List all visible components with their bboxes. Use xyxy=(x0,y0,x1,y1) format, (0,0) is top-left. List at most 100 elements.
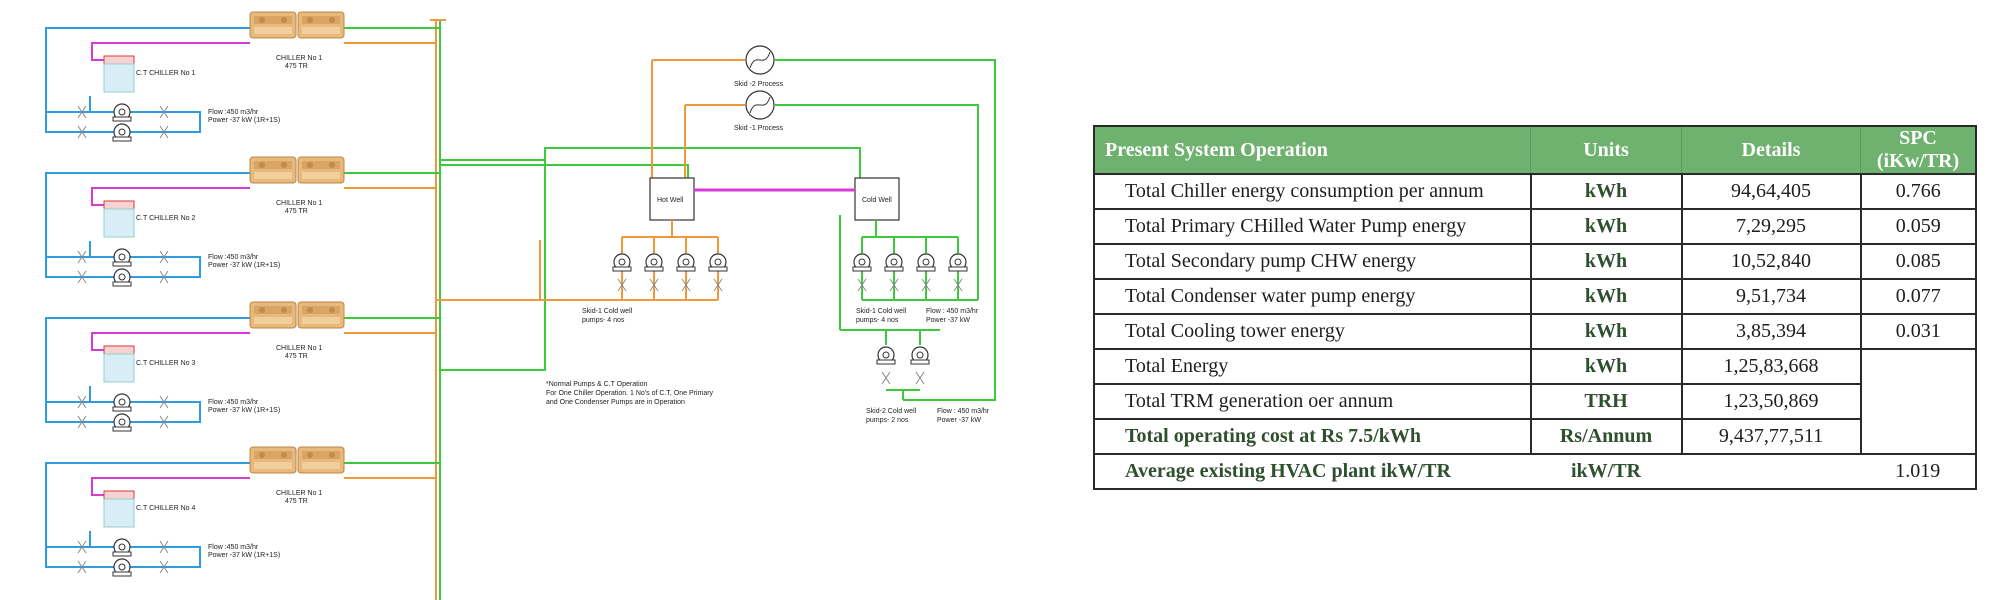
header-operation: Present System Operation xyxy=(1093,125,1531,175)
chiller-capacity: 475 TR xyxy=(285,208,308,215)
power-label: Power -37 kW (1R+1S) xyxy=(208,117,280,124)
pump-icon xyxy=(916,253,936,272)
row-value: 7,29,295 xyxy=(1680,208,1862,245)
row-label: Total Energy xyxy=(1093,348,1532,385)
cold-skid1-power: Power -37 kW xyxy=(926,317,970,324)
row-value: 94,64,405 xyxy=(1680,173,1862,210)
chiller-name: CHILLER No 1 xyxy=(276,490,322,497)
cold-well-label: Cold Well xyxy=(862,197,892,204)
table-row: Total Chiller energy consumption per ann… xyxy=(1093,173,1977,210)
chiller-capacity: 475 TR xyxy=(285,498,308,505)
row-spc: 0.059 xyxy=(1859,208,1977,245)
row-unit: kWh xyxy=(1529,313,1683,350)
summary-label: Average existing HVAC plant ikW/TR xyxy=(1094,453,1531,489)
flow-label: Flow :450 m3/hr xyxy=(208,109,259,116)
chiller-capacity: 475 TR xyxy=(285,353,308,360)
summary-row: Average existing HVAC plant ikW/TR ikW/T… xyxy=(1094,453,1976,489)
row-unit: kWh xyxy=(1529,348,1683,385)
cooling-tower-label: C.T CHILLER No 3 xyxy=(136,360,195,367)
row-label: Total operating cost at Rs 7.5/kWh xyxy=(1093,418,1532,455)
pump-icon xyxy=(948,253,968,272)
header-details: Details xyxy=(1681,125,1861,175)
row-value: 1,25,83,668 xyxy=(1680,348,1862,385)
table-header-row: Present System Operation Units Details S… xyxy=(1093,125,1977,175)
row-unit: kWh xyxy=(1529,173,1683,210)
note-line-3: and One Condenser Pumps are in Operation xyxy=(546,399,685,406)
header-units: Units xyxy=(1530,125,1682,175)
row-unit: kWh xyxy=(1529,208,1683,245)
pump-icon xyxy=(708,253,728,272)
chiller-name: CHILLER No 1 xyxy=(276,55,322,62)
cooling-tower-label: C.T CHILLER No 1 xyxy=(136,70,195,77)
skid2-flow: Flow : 450 m3/hr xyxy=(937,408,990,415)
hot-well-label: Hot Well xyxy=(657,197,684,204)
cooling-tower-label: C.T CHILLER No 4 xyxy=(136,505,195,512)
row-value: 3,85,394 xyxy=(1680,313,1862,350)
chiller-capacity: 475 TR xyxy=(285,63,308,70)
row-unit: Rs/Annum xyxy=(1529,418,1683,455)
pump-icon xyxy=(852,253,872,272)
row-label: Total Secondary pump CHW energy xyxy=(1093,243,1532,280)
table-row: Total Secondary pump CHW energy kWh 10,5… xyxy=(1093,243,1977,280)
row-label: Total Condenser water pump energy xyxy=(1093,278,1532,315)
cold-skid1-label-2: pumps- 4 nos xyxy=(856,317,899,324)
cooling-tower-label: C.T CHILLER No 2 xyxy=(136,215,195,222)
row-value: 9,437,77,511 xyxy=(1680,418,1862,455)
row-label: Total TRM generation oer annum xyxy=(1093,383,1532,420)
cooling-tower-icon xyxy=(103,200,135,238)
chiller-name: CHILLER No 1 xyxy=(276,345,322,352)
skid1-process-label: Skid -1 Process xyxy=(734,125,784,132)
cold-well xyxy=(854,177,900,221)
cold-skid1-flow: Flow : 450 m3/hr xyxy=(926,308,979,315)
chiller-name: CHILLER No 1 xyxy=(276,200,322,207)
summary-spc: 1.019 xyxy=(1860,453,1976,489)
row-spc: 0.085 xyxy=(1859,243,1977,280)
skid2-power: Power -37 kW xyxy=(937,417,981,424)
row-unit: TRH xyxy=(1529,383,1683,420)
summary-value-empty xyxy=(1681,453,1861,489)
header-spc: SPC (iKw/TR) xyxy=(1860,125,1977,175)
system-operation-table: Present System Operation Units Details S… xyxy=(1093,125,1977,490)
row-label: Total Cooling tower energy xyxy=(1093,313,1532,350)
table-row: Total TRM generation oer annum TRH 1,23,… xyxy=(1093,383,1976,420)
note-line-2: For One Chiller Operation. 1 No's of C.T… xyxy=(546,390,714,397)
summary-unit: ikW/TR xyxy=(1530,453,1682,489)
power-label: Power -37 kW (1R+1S) xyxy=(208,552,280,559)
cooling-tower-icon xyxy=(103,345,135,383)
row-label: Total Chiller energy consumption per ann… xyxy=(1093,173,1532,210)
row-value: 1,23,50,869 xyxy=(1680,383,1862,420)
table-row: Total Primary CHilled Water Pump energy … xyxy=(1093,208,1977,245)
skid2-label-1: Skid-2 Cold well xyxy=(866,408,917,415)
pump-icon xyxy=(884,253,904,272)
pump-icon xyxy=(644,253,664,272)
hot-well xyxy=(649,177,695,221)
skid2-label-2: pumps- 2 nos xyxy=(866,417,909,424)
power-label: Power -37 kW (1R+1S) xyxy=(208,262,280,269)
table-row: Total operating cost at Rs 7.5/kWh Rs/An… xyxy=(1093,418,1976,455)
table-row: Total Energy kWh 1,25,83,668 xyxy=(1093,348,1977,455)
hot-skid-label-1: Skid-1 Cold well xyxy=(582,308,633,315)
row-unit: kWh xyxy=(1529,278,1683,315)
cooling-tower-icon xyxy=(103,490,135,528)
system-operation-table-wrap: Present System Operation Units Details S… xyxy=(1093,125,1977,490)
row-spc: 0.766 xyxy=(1859,173,1977,210)
table-row: Total Condenser water pump energy kWh 9,… xyxy=(1093,278,1977,315)
cold-skid1-label-1: Skid-1 Cold well xyxy=(856,308,907,315)
skid2-process-label: Skid -2 Process xyxy=(734,81,784,88)
power-label: Power -37 kW (1R+1S) xyxy=(208,407,280,414)
row-spc-empty xyxy=(1859,348,1977,455)
table-row: Total Cooling tower energy kWh 3,85,394 … xyxy=(1093,313,1977,350)
flow-label: Flow :450 m3/hr xyxy=(208,544,259,551)
row-label: Total Primary CHilled Water Pump energy xyxy=(1093,208,1532,245)
hot-skid-label-2: pumps- 4 nos xyxy=(582,317,625,324)
cooling-tower-icon xyxy=(103,55,135,93)
row-value: 10,52,840 xyxy=(1680,243,1862,280)
pump-icon xyxy=(676,253,696,272)
row-spc: 0.031 xyxy=(1859,313,1977,350)
row-value: 9,51,734 xyxy=(1680,278,1862,315)
